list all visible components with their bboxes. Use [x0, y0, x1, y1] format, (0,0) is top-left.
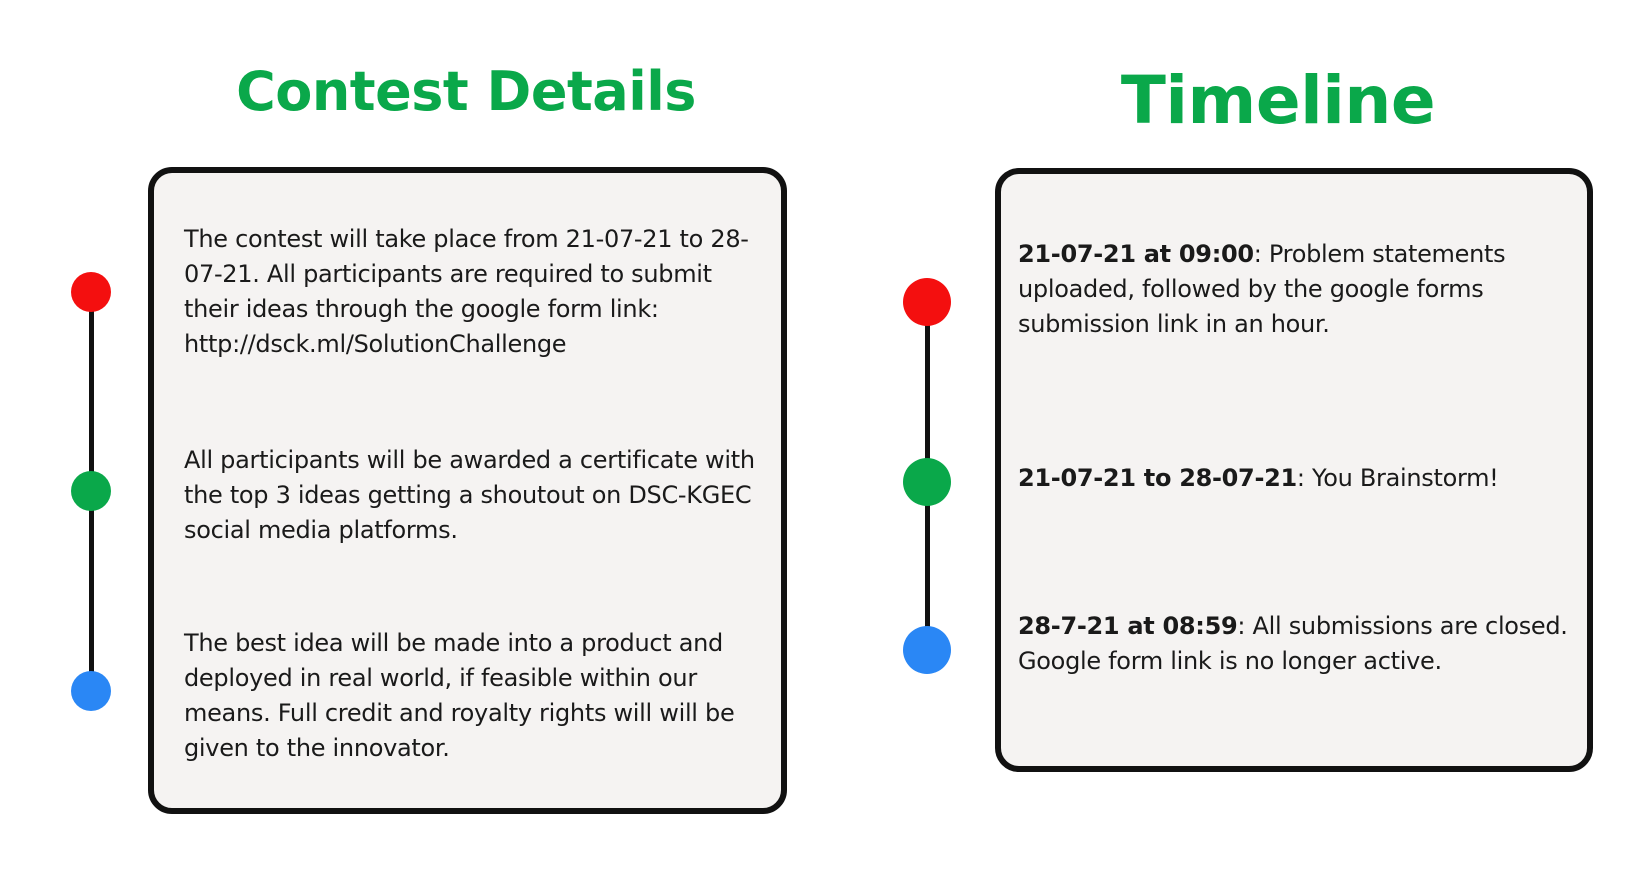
- timeline-entry-text: : Problem statements uploaded, followed …: [1018, 240, 1506, 338]
- contest-details-heading: Contest Details: [236, 60, 696, 123]
- timeline-entry-text: : All submissions are closed. Google for…: [1018, 612, 1568, 675]
- contest-green-dot: [71, 471, 111, 511]
- timeline-heading: Timeline: [1120, 62, 1436, 139]
- contest-paragraph: The contest will take place from 21-07-2…: [184, 225, 749, 358]
- contest-paragraph: All participants will be awarded a certi…: [184, 446, 755, 544]
- timeline-entry-text: : You Brainstorm!: [1296, 464, 1499, 492]
- timeline-entry-date: 21-07-21 to 28-07-21: [1018, 464, 1297, 492]
- contest-blue-dot: [71, 671, 111, 711]
- timeline-entry: 21-07-21 at 09:00: Problem statements up…: [1018, 237, 1588, 342]
- contest-paragraph: The best idea will be made into a produc…: [184, 629, 735, 762]
- timeline-entry: 21-07-21 to 28-07-21: You Brainstorm!: [1018, 461, 1588, 496]
- timeline-entry-date: 28-7-21 at 08:59: [1018, 612, 1238, 640]
- timeline-red-dot: [903, 278, 951, 326]
- contest-details-card: The contest will take place from 21-07-2…: [148, 167, 787, 814]
- timeline-entry: 28-7-21 at 08:59: All submissions are cl…: [1018, 609, 1588, 679]
- timeline-entry-date: 21-07-21 at 09:00: [1018, 240, 1254, 268]
- timeline-blue-dot: [903, 626, 951, 674]
- timeline-green-dot: [903, 458, 951, 506]
- contest-red-dot: [71, 272, 111, 312]
- timeline-card: 21-07-21 at 09:00: Problem statements up…: [995, 168, 1593, 772]
